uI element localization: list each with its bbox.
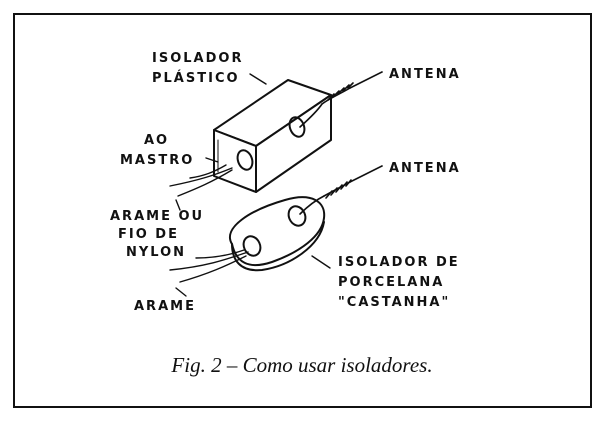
leader-arame xyxy=(175,287,187,297)
label-arame-nylon-line1: ARAME OU xyxy=(110,209,204,224)
label-isolador-plastico-line1: ISOLADOR xyxy=(152,51,243,66)
porcelain-insulator xyxy=(229,196,326,272)
leader-arame-nylon xyxy=(175,199,181,211)
plastic-insulator xyxy=(213,79,332,193)
antenna-wire-bottom xyxy=(299,165,383,215)
label-arame-nylon-line2: FIO DE xyxy=(118,227,179,242)
label-antena-bottom: ANTENA xyxy=(389,161,461,176)
porcelain-insulator-hole-right xyxy=(287,205,307,227)
label-antena-top: ANTENA xyxy=(389,67,461,82)
plastic-insulator-hole-left xyxy=(236,149,254,171)
label-ao-mastro-line2: MASTRO xyxy=(120,153,194,168)
leader-porcelana xyxy=(311,255,331,269)
leader-isolador-plastico xyxy=(249,73,267,85)
label-arame: ARAME xyxy=(134,299,196,314)
label-isolador-porcelana-line1: ISOLADOR DE xyxy=(338,255,460,270)
label-ao-mastro-line1: AO xyxy=(144,133,169,148)
figure-caption: Fig. 2 – Como usar isoladores. xyxy=(170,353,432,377)
figure-frame xyxy=(13,13,592,408)
arame-wires xyxy=(169,249,249,283)
antenna-wire-top xyxy=(299,71,383,128)
leader-ao-mastro xyxy=(205,157,219,163)
label-isolador-porcelana-line3: "CASTANHA" xyxy=(338,295,450,310)
label-isolador-plastico-line2: PLÁSTICO xyxy=(152,70,240,86)
porcelain-insulator-hole-left xyxy=(242,235,262,257)
label-arame-nylon-line3: NYLON xyxy=(126,245,186,260)
mast-wires xyxy=(169,164,233,197)
leader-lines xyxy=(175,73,331,297)
label-isolador-porcelana-line2: PORCELANA xyxy=(338,275,444,290)
